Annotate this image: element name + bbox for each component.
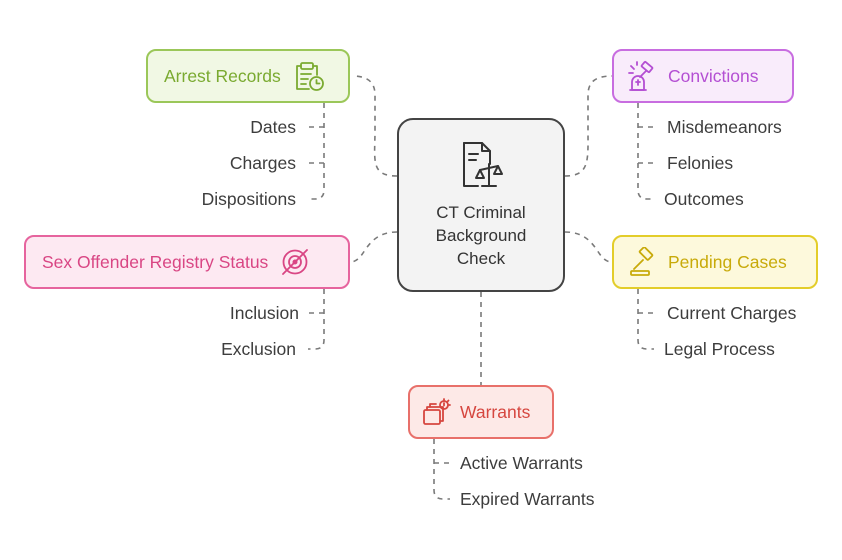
convictions-label: Convictions [668, 65, 759, 86]
registry-item-exclusion: Exclusion [221, 339, 296, 359]
convictions-item-felonies: Felonies [667, 153, 734, 173]
clipboard-clock-icon [293, 60, 325, 92]
warrants-label: Warrants [460, 401, 531, 422]
arrest-records-label: Arrest Records [164, 65, 281, 86]
crossed-target-icon [280, 247, 310, 277]
pending-item-current-charges: Current Charges [667, 303, 797, 323]
warrants-item-expired: Expired Warrants [460, 489, 595, 509]
pending-cases-label: Pending Cases [668, 251, 787, 272]
sex-offender-registry-node: Sex Offender Registry Status [24, 235, 350, 289]
warrants-item-active: Active Warrants [460, 453, 583, 473]
arrest-item-charges: Charges [229, 153, 296, 173]
arrest-item-dispositions: Dispositions [201, 189, 296, 209]
documents-gear-icon [422, 397, 452, 427]
center-node: CT Criminal Background Check [397, 118, 565, 292]
convictions-item-misdemeanors: Misdemeanors [667, 117, 782, 137]
arrest-records-node: Arrest Records [146, 49, 350, 103]
document-scales-icon [456, 140, 506, 195]
sex-offender-registry-label: Sex Offender Registry Status [42, 251, 269, 272]
gavel-icon [628, 247, 658, 277]
pending-item-legal-process: Legal Process [664, 339, 775, 359]
gavel-tombstone-icon [628, 60, 658, 92]
convictions-item-outcomes: Outcomes [664, 189, 744, 209]
center-title: CT Criminal Background Check [435, 203, 527, 268]
warrants-node: Warrants [408, 385, 554, 439]
registry-item-inclusion: Inclusion [229, 303, 299, 323]
convictions-node: Convictions [612, 49, 794, 103]
arrest-item-dates: Dates [250, 117, 296, 137]
pending-cases-node: Pending Cases [612, 235, 818, 289]
